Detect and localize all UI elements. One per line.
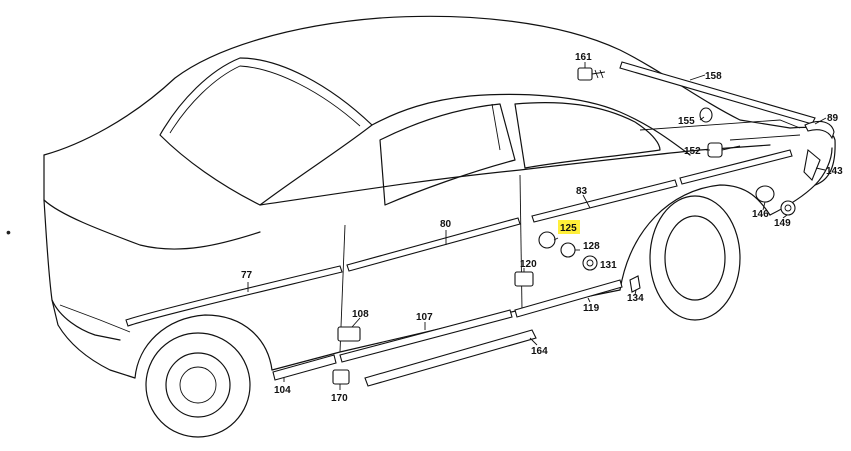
label-104: 104 xyxy=(274,385,291,396)
label-155: 155 xyxy=(678,116,695,127)
strip-80 xyxy=(346,217,521,272)
bracket-120 xyxy=(514,271,534,287)
label-158: 158 xyxy=(705,71,722,82)
label-170: 170 xyxy=(331,393,348,404)
trim-strips xyxy=(125,61,835,387)
label-134: 134 xyxy=(627,293,644,304)
label-161: 161 xyxy=(575,52,592,63)
clip-125 xyxy=(538,231,556,249)
strip-104 xyxy=(272,354,337,381)
small-parts xyxy=(332,67,796,385)
label-107: 107 xyxy=(416,312,433,323)
label-77: 77 xyxy=(241,270,253,281)
bracket-108 xyxy=(337,326,361,342)
label-131: 131 xyxy=(600,260,617,271)
clip-134 xyxy=(629,275,641,293)
label-125: 125 xyxy=(560,223,577,234)
label-89: 89 xyxy=(827,113,839,124)
list-bullet: • xyxy=(6,224,11,240)
label-128: 128 xyxy=(583,241,600,252)
strip-83 xyxy=(531,179,678,223)
label-119: 119 xyxy=(583,303,600,314)
strip-107 xyxy=(339,309,513,363)
highlight-125 xyxy=(558,220,580,234)
leader-lines xyxy=(247,62,827,390)
screw-161 xyxy=(577,67,606,81)
strip-143 xyxy=(803,148,821,181)
clip-170 xyxy=(332,369,350,385)
grommet-131 xyxy=(582,255,598,271)
label-83: 83 xyxy=(576,186,588,197)
strip-164 xyxy=(364,329,537,387)
part-labels: 161 158 89 155 152 143 83 146 149 80 125… xyxy=(241,52,843,404)
label-146: 146 xyxy=(752,209,769,220)
clip-146 xyxy=(755,185,775,203)
car-body-outline xyxy=(43,15,836,438)
label-108: 108 xyxy=(352,309,369,320)
label-80: 80 xyxy=(440,219,452,230)
label-149: 149 xyxy=(774,218,791,229)
screw-152 xyxy=(707,142,741,158)
strip-77 xyxy=(125,265,343,327)
clip-128 xyxy=(560,242,576,258)
label-143: 143 xyxy=(826,166,843,177)
strip-119 xyxy=(514,279,623,318)
clip-155 xyxy=(699,107,713,123)
strip-rear-quarter xyxy=(679,149,793,185)
label-164: 164 xyxy=(531,346,548,357)
grommet-149 xyxy=(780,200,796,216)
label-120: 120 xyxy=(520,259,537,270)
label-152: 152 xyxy=(684,146,701,157)
